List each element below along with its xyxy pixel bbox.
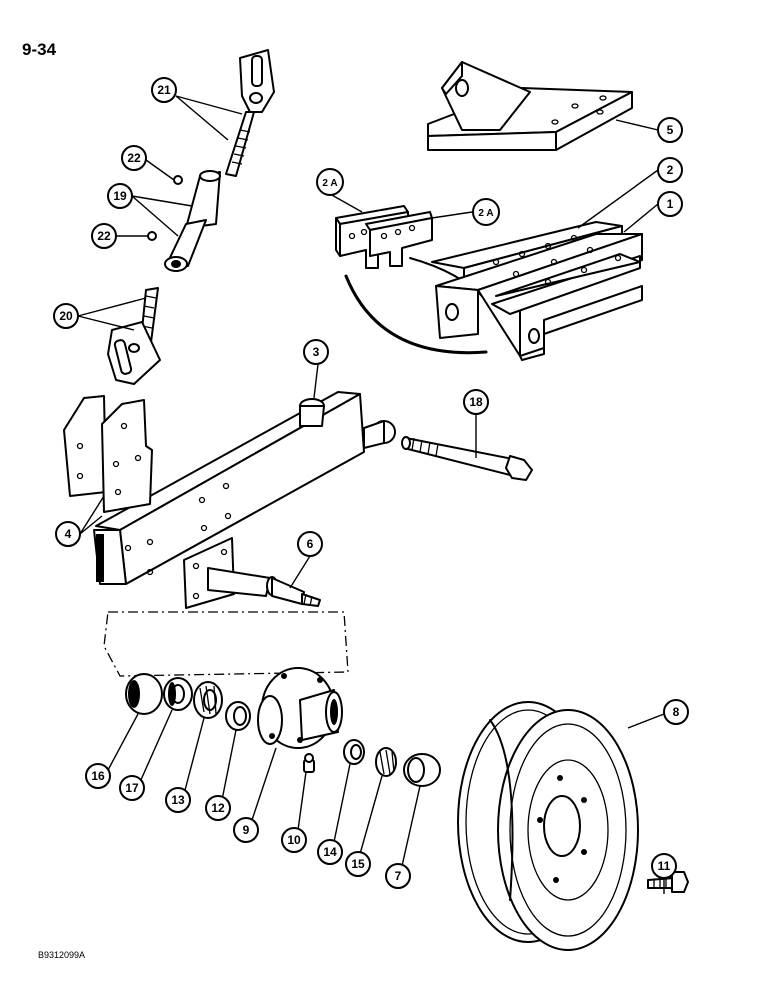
callout-10: 10 (281, 827, 307, 853)
part-7-cap (403, 753, 441, 787)
part-15-bearing (375, 747, 397, 777)
callout-14: 14 (317, 839, 343, 865)
callout-2a-left-label: 2 A (322, 178, 337, 189)
callout-2a-right: 2 A (472, 198, 500, 226)
callout-11: 11 (651, 853, 677, 879)
part-21-clevis-rod (225, 49, 275, 177)
callout-20-label: 20 (59, 309, 73, 323)
callout-4: 4 (55, 521, 81, 547)
callout-18-label: 18 (469, 395, 483, 409)
callout-17: 17 (119, 775, 145, 801)
figure-code: B9312099A (38, 950, 86, 960)
part-6-spindle (183, 537, 321, 609)
callout-22-bottom-label: 22 (97, 229, 111, 243)
part-2a-brackets (335, 205, 488, 355)
callout-2: 2 (657, 157, 683, 183)
callout-19: 19 (107, 183, 133, 209)
callout-7-label: 7 (395, 869, 402, 883)
callout-9-label: 9 (243, 823, 250, 837)
callout-14-label: 14 (323, 845, 337, 859)
callout-15: 15 (345, 851, 371, 877)
callout-3: 3 (303, 339, 329, 365)
callout-5-label: 5 (667, 123, 674, 137)
callout-16-label: 16 (91, 769, 105, 783)
callout-2a-right-label: 2 A (478, 208, 493, 219)
callout-9: 9 (233, 817, 259, 843)
callout-19-label: 19 (113, 189, 127, 203)
callout-8-label: 8 (673, 705, 680, 719)
part-5-mounting-bracket (427, 61, 633, 151)
callout-8: 8 (663, 699, 689, 725)
callout-15-label: 15 (351, 857, 365, 871)
callout-22-bottom: 22 (91, 223, 117, 249)
callout-7: 7 (385, 863, 411, 889)
callout-11-label: 11 (658, 859, 671, 873)
page-number: 9-34 (22, 40, 57, 59)
part-1-channel (435, 233, 643, 361)
callout-1: 1 (657, 191, 683, 217)
callout-1-label: 1 (667, 197, 674, 211)
callout-13-label: 13 (171, 793, 185, 807)
callout-21: 21 (151, 77, 177, 103)
callout-10-label: 10 (287, 833, 301, 847)
callout-13: 13 (165, 787, 191, 813)
leader-lines (77, 95, 665, 894)
callout-6: 6 (297, 531, 323, 557)
part-14-cup (343, 739, 365, 765)
callout-21-label: 21 (157, 83, 171, 97)
part-17-ring (163, 677, 193, 711)
callout-4-label: 4 (65, 527, 72, 541)
part-12-cup (225, 701, 251, 731)
callout-2-label: 2 (667, 163, 674, 177)
part-9-hub (257, 667, 343, 749)
part-19-turnbuckle (147, 170, 221, 272)
part-16-seal (125, 673, 163, 715)
part-11-bolt (647, 871, 689, 893)
callout-22-top-label: 22 (127, 151, 141, 165)
callout-3-label: 3 (313, 345, 320, 359)
callout-2a-left: 2 A (316, 168, 344, 196)
callout-12-label: 12 (211, 801, 225, 815)
callout-22-top: 22 (121, 145, 147, 171)
part-10-grease-fitting (303, 753, 315, 773)
part-3-axle-beam (93, 391, 396, 585)
part-4-plates (63, 395, 153, 513)
callout-18: 18 (463, 389, 489, 415)
callout-5: 5 (657, 117, 683, 143)
part-8-wheel-rim (457, 701, 639, 951)
part-13-bearing (193, 681, 223, 719)
part-18-bolt (401, 436, 533, 481)
callout-6-label: 6 (307, 537, 314, 551)
part-20-clevis-rod (107, 287, 161, 385)
callout-12: 12 (205, 795, 231, 821)
callout-16: 16 (85, 763, 111, 789)
callout-17-label: 17 (125, 781, 139, 795)
callout-20: 20 (53, 303, 79, 329)
